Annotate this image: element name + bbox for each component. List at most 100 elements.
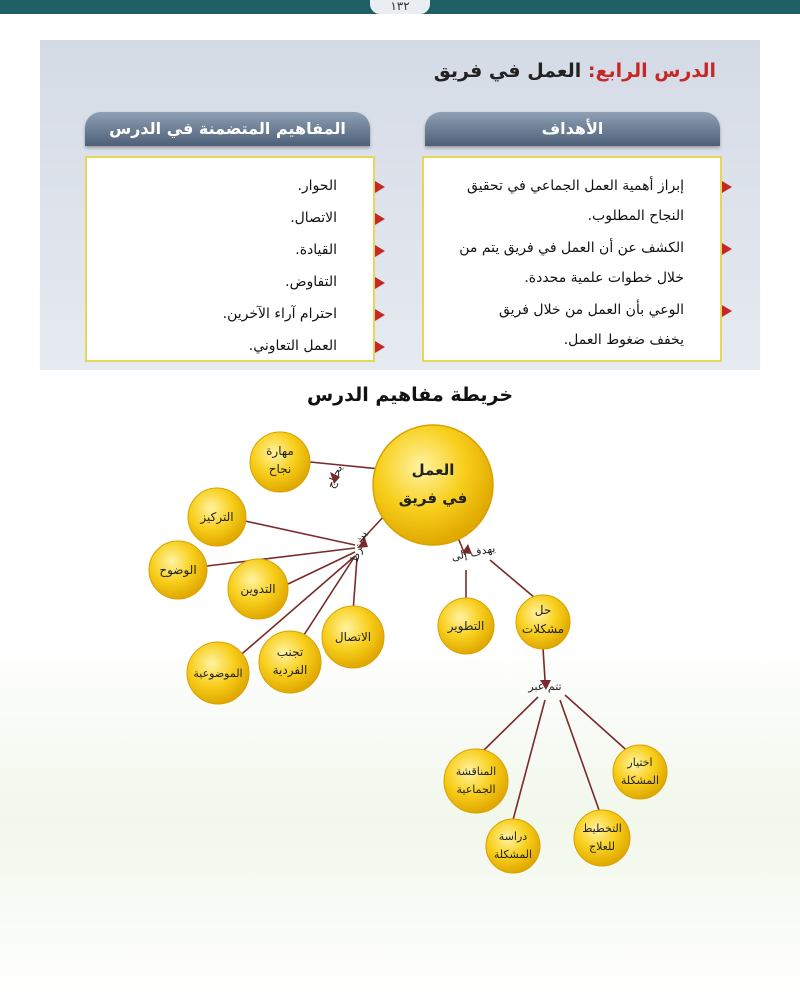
connector-line [352, 557, 358, 613]
bullet-arrow-icon [722, 305, 732, 317]
step-node-choose-problem: اختيار المشكلة [612, 744, 668, 800]
concept-item: الحوار. [297, 178, 337, 194]
goals-header: الأهداف [425, 112, 720, 146]
concept-item: التفاوض. [285, 274, 337, 290]
node-label: تجنب [277, 645, 304, 659]
node-label: المناقشة [456, 765, 496, 778]
center-label-line2: في فريق [399, 489, 468, 507]
step-node-plan-treatment: التخطيط للعلاج [573, 809, 631, 867]
concepts-box: الحوار. الاتصال. القيادة. التفاوض. احترا… [85, 156, 385, 362]
node-label: دراسة [499, 830, 527, 843]
condition-node-focus: التركيز [187, 487, 247, 547]
condition-node-communication: الاتصال [321, 605, 385, 669]
connector-line [564, 694, 634, 757]
node-label: التركيز [199, 510, 233, 525]
node-label: المشكلة [621, 774, 659, 787]
map-arrowheads [330, 472, 551, 690]
connector-line [206, 547, 356, 567]
center-node: العمل في فريق [372, 424, 494, 546]
node-label: الاتصال [335, 630, 371, 644]
step-node-study-problem: دراسة المشكلة [485, 818, 541, 874]
arrowhead-icon [462, 544, 472, 554]
connector-line [359, 514, 386, 543]
node-label: التخطيط [582, 822, 622, 835]
node-circle [612, 744, 668, 800]
goal-line: إبراز أهمية العمل الجماعي في تحقيق [467, 178, 684, 194]
node-circle [573, 809, 631, 867]
goal-line: خلال خطوات علمية محددة. [524, 270, 684, 286]
node-label: المشكلة [494, 848, 532, 861]
connector-line [227, 555, 356, 667]
connector-line [542, 647, 546, 681]
goals-box: إبراز أهمية العمل الجماعي في تحقيق النجا… [422, 156, 732, 362]
node-circle [437, 597, 495, 655]
condition-node-recording: التدوين [227, 558, 289, 620]
bullet-arrow-icon [375, 277, 385, 289]
concept-item: القيادة. [295, 242, 337, 258]
background-fade [0, 640, 800, 1000]
lesson-prefix: الدرس الرابع: [587, 60, 716, 82]
connector-line [481, 696, 539, 753]
node-label: الفردية [273, 663, 308, 678]
node-circle [485, 818, 541, 874]
goal-line: يخفف ضغوط العمل. [563, 332, 684, 348]
condition-node-objectivity: الموضوعية [186, 641, 250, 705]
node-circle [187, 487, 247, 547]
node-label: الموضوعية [193, 667, 242, 680]
node-circle [227, 558, 289, 620]
node-label: الوضوح [159, 563, 196, 578]
node-circle [148, 540, 208, 600]
map-connectors [206, 461, 634, 821]
node-label: مشكلات [522, 622, 564, 636]
bullet-arrow-icon [722, 181, 732, 193]
arrowhead-icon [330, 472, 340, 484]
goal-line: الوعي بأن العمل من خلال فريق [498, 302, 684, 318]
connector-line [287, 551, 356, 585]
concept-map-title: خريطة مفاهيم الدرس [306, 384, 514, 406]
node-circle [249, 431, 311, 493]
arrowhead-icon [357, 538, 368, 548]
aim-node-development: التطوير [437, 597, 495, 655]
center-label-line1: العمل [412, 461, 455, 479]
skill-node: مهارة نجاح [249, 431, 311, 493]
aim-node-problem-solving: حل مشكلات [515, 594, 571, 650]
condition-node-avoid-individualism: تجنب الفردية [258, 630, 322, 694]
connector-line [489, 559, 536, 599]
concept-item: العمل التعاوني. [248, 338, 337, 354]
node-label: التدوين [240, 582, 275, 597]
concept-item: احترام آراء الآخرين. [222, 306, 337, 322]
node-circle [372, 424, 494, 546]
node-circle [186, 641, 250, 705]
goal-line: النجاح المطلوب. [587, 208, 684, 224]
node-label: للعلاج [589, 840, 615, 853]
bullet-arrow-icon [375, 245, 385, 257]
connector-line [559, 699, 600, 811]
bullet-arrow-icon [375, 213, 385, 225]
bullet-arrow-icon [375, 309, 385, 321]
goal-line: الكشف عن أن العمل في فريق يتم من [459, 240, 684, 256]
node-circle [258, 630, 322, 694]
arrowhead-icon [540, 680, 551, 690]
node-label: الجماعية [457, 783, 496, 796]
bullet-arrow-icon [722, 243, 732, 255]
connector-line [512, 699, 546, 821]
node-label: اختيار [626, 756, 652, 769]
condition-node-clarity: الوضوح [148, 540, 208, 600]
lesson-name: العمل في فريق [433, 60, 582, 82]
node-circle [515, 594, 571, 650]
lesson-title: الدرس الرابع: العمل في فريق [434, 60, 716, 82]
page-number: ١٣٢ [370, 0, 430, 14]
concepts-header: المفاهيم المتضمنة في الدرس [85, 112, 370, 146]
bullet-arrow-icon [375, 181, 385, 193]
node-label: التطوير [447, 619, 485, 634]
concept-item: الاتصال. [290, 210, 337, 226]
node-circle [443, 748, 509, 814]
bullet-arrow-icon [375, 341, 385, 353]
node-label: مهارة [266, 444, 294, 459]
link-label-aims: يهدف إلى [450, 542, 496, 564]
connector-line [244, 520, 356, 546]
node-circle [321, 605, 385, 669]
node-label: حل [535, 603, 552, 617]
step-node-group-discussion: المناقشة الجماعية [443, 748, 509, 814]
